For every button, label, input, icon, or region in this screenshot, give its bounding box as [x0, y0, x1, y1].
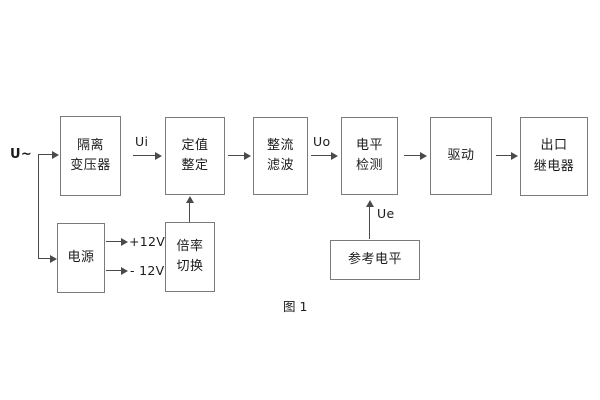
- wire-rail-positive: [106, 241, 123, 243]
- wire-rail-negative: [106, 270, 123, 272]
- arrowhead-rectifier-to-level: [331, 152, 338, 160]
- rail-label-negative: - 12V: [130, 263, 165, 278]
- input-bus-vertical: [38, 155, 40, 259]
- input-source-label: U~: [10, 147, 33, 162]
- block-rectifier-filter[interactable]: 整流 滤波: [253, 117, 308, 195]
- wire-level-to-driver: [404, 155, 422, 157]
- block-line-1: 驱动: [447, 147, 475, 163]
- block-line-1: 电平: [355, 137, 383, 153]
- arrowhead-setting-to-rectifier: [244, 152, 251, 160]
- block-line-1: 倍率: [176, 238, 204, 254]
- wire-reference-to-level: [369, 204, 371, 239]
- arrowhead-reference-to-level: [366, 200, 374, 207]
- signal-label-ui: Ui: [135, 134, 149, 149]
- block-line-2: 切换: [176, 259, 204, 274]
- block-line-2: 继电器: [533, 158, 575, 174]
- arrowhead-rail-negative: [121, 267, 128, 275]
- wire-multiplier-to-setting: [189, 200, 191, 222]
- block-line-1: 出口: [540, 138, 568, 154]
- block-multiplier-switch[interactable]: 倍率 切换: [165, 222, 215, 292]
- wire-rectifier-to-level: [311, 155, 332, 157]
- block-line-1: 参考电平: [347, 251, 402, 267]
- block-isolation-transformer[interactable]: 隔离 变压器: [60, 116, 121, 196]
- block-line-2: 滤波: [266, 158, 294, 173]
- arrowhead-multiplier-to-setting: [186, 196, 194, 203]
- arrowhead-transformer-to-setting: [155, 152, 162, 160]
- block-output-relay[interactable]: 出口 继电器: [520, 117, 588, 196]
- input-wire-to-transformer: [38, 154, 53, 156]
- block-line-2: 变压器: [70, 158, 111, 173]
- block-line-1: 定值: [181, 137, 209, 153]
- block-setting-value[interactable]: 定值 整定: [165, 117, 225, 195]
- rail-label-positive: +12V: [129, 234, 166, 249]
- wire-setting-to-rectifier: [228, 155, 246, 157]
- block-line-1: 整流: [266, 137, 294, 153]
- arrowhead-to-transformer: [52, 151, 59, 159]
- block-driver[interactable]: 驱动: [430, 117, 492, 195]
- block-line-1: 隔离: [76, 137, 104, 153]
- wire-driver-to-relay: [496, 155, 513, 157]
- arrowhead-rail-positive: [121, 238, 128, 246]
- arrowhead-level-to-driver: [420, 152, 427, 160]
- figure-caption: 图 1: [283, 299, 308, 314]
- block-level-detection[interactable]: 电平 检测: [341, 117, 398, 195]
- wire-transformer-to-setting: [133, 155, 156, 157]
- arrowhead-driver-to-relay: [511, 152, 518, 160]
- input-wire-to-power-supply: [38, 258, 51, 260]
- signal-label-uo: Uo: [313, 134, 331, 149]
- signal-label-ue: Ue: [377, 206, 395, 221]
- block-line-1: 电源: [67, 249, 95, 265]
- block-power-supply[interactable]: 电源: [57, 223, 105, 293]
- block-reference-level[interactable]: 参考电平: [330, 240, 420, 280]
- block-line-2: 整定: [181, 158, 209, 173]
- block-line-2: 检测: [355, 158, 383, 173]
- arrowhead-to-power-supply: [50, 255, 57, 263]
